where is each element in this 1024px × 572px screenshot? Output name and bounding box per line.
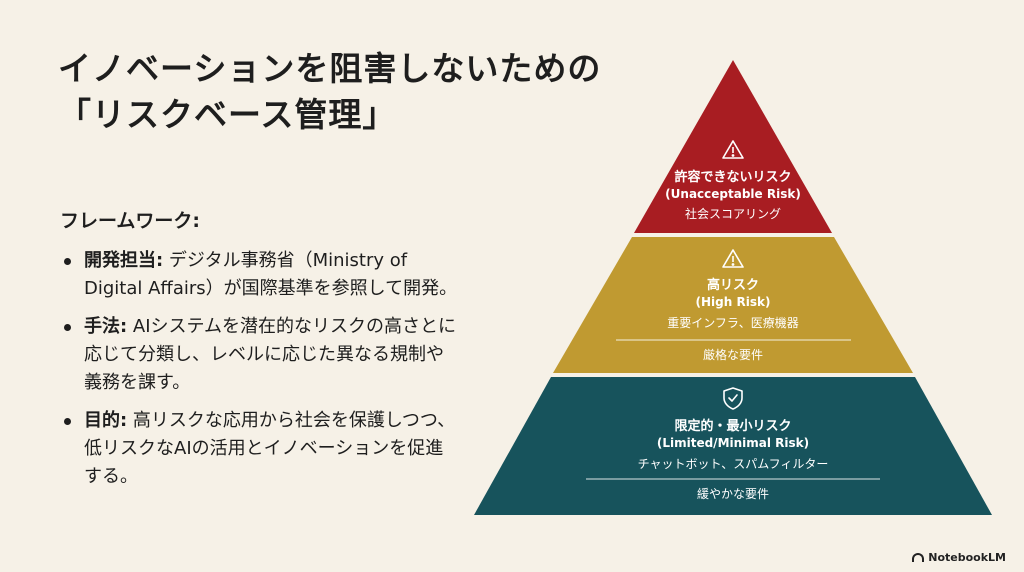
tier-high-requirement: 厳格な要件 bbox=[703, 347, 763, 362]
bullet-dot bbox=[64, 418, 71, 425]
tier-limited-requirement: 緩やかな要件 bbox=[697, 487, 769, 501]
bullet-method: 手法: AIシステムを潜在的なリスクの高さとに応じて分類し、レベルに応じた異なる… bbox=[60, 313, 460, 397]
title-line-1: イノベーションを阻害しないための bbox=[58, 49, 602, 88]
tier-unacceptable-name: 許容できないリスク bbox=[674, 169, 791, 185]
tier-high-example: 重要インフラ、医療機器 bbox=[667, 315, 798, 330]
bullet-dot bbox=[64, 324, 71, 331]
tier-unacceptable-example: 社会スコアリング bbox=[685, 206, 781, 221]
warning-icon bbox=[722, 249, 744, 268]
bullet-dot bbox=[64, 258, 71, 265]
tier-unacceptable bbox=[634, 60, 832, 233]
tier-unacceptable-name-en: (Unacceptable Risk) bbox=[665, 187, 801, 201]
framework-heading: フレームワーク: bbox=[60, 210, 201, 232]
bullet-text: AIシステムを潜在的なリスクの高さとに応じて分類し、レベルに応じた異なる規制や義… bbox=[84, 316, 457, 393]
bullet-purpose: 目的: 高リスクな応用から社会を保護しつつ、低リスクなAIの活用とイノベーション… bbox=[60, 407, 460, 491]
tier-limited bbox=[474, 377, 992, 515]
notebooklm-logo-icon bbox=[912, 553, 925, 562]
framework-section: フレームワーク: 開発担当: デジタル事務省（Ministry of Digit… bbox=[60, 206, 460, 501]
tier-limited-name: 限定的・最小リスク bbox=[674, 418, 791, 434]
tier-limited-example: チャットボット、スパムフィルター bbox=[638, 457, 829, 471]
bullet-text: デジタル事務省（Ministry of Digital Affairs）が国際基… bbox=[84, 250, 458, 299]
page-title: イノベーションを阻害しないための 「リスクベース管理」 bbox=[58, 46, 658, 138]
tier-limited-name-en: (Limited/Minimal Risk) bbox=[657, 436, 809, 450]
bullet-label: 手法: bbox=[84, 316, 128, 337]
tier-high-name-en: (High Risk) bbox=[696, 295, 771, 309]
framework-bullets: 開発担当: デジタル事務省（Ministry of Digital Affair… bbox=[60, 247, 460, 491]
warning-icon bbox=[722, 140, 744, 159]
title-line-2: 「リスクベース管理」 bbox=[58, 95, 397, 134]
brand-label: NotebookLM bbox=[928, 551, 1006, 564]
tier-high bbox=[553, 237, 913, 373]
bullet-label: 開発担当: bbox=[84, 250, 164, 271]
bullet-developer: 開発担当: デジタル事務省（Ministry of Digital Affair… bbox=[60, 247, 460, 303]
shield-check-icon bbox=[723, 387, 743, 410]
tier-high-name: 高リスク bbox=[707, 277, 759, 293]
bullet-text: 高リスクな応用から社会を保護しつつ、低リスクなAIの活用とイノベーションを促進す… bbox=[84, 410, 456, 487]
notebooklm-brand: NotebookLM bbox=[912, 551, 1006, 564]
bullet-label: 目的: bbox=[84, 410, 128, 431]
